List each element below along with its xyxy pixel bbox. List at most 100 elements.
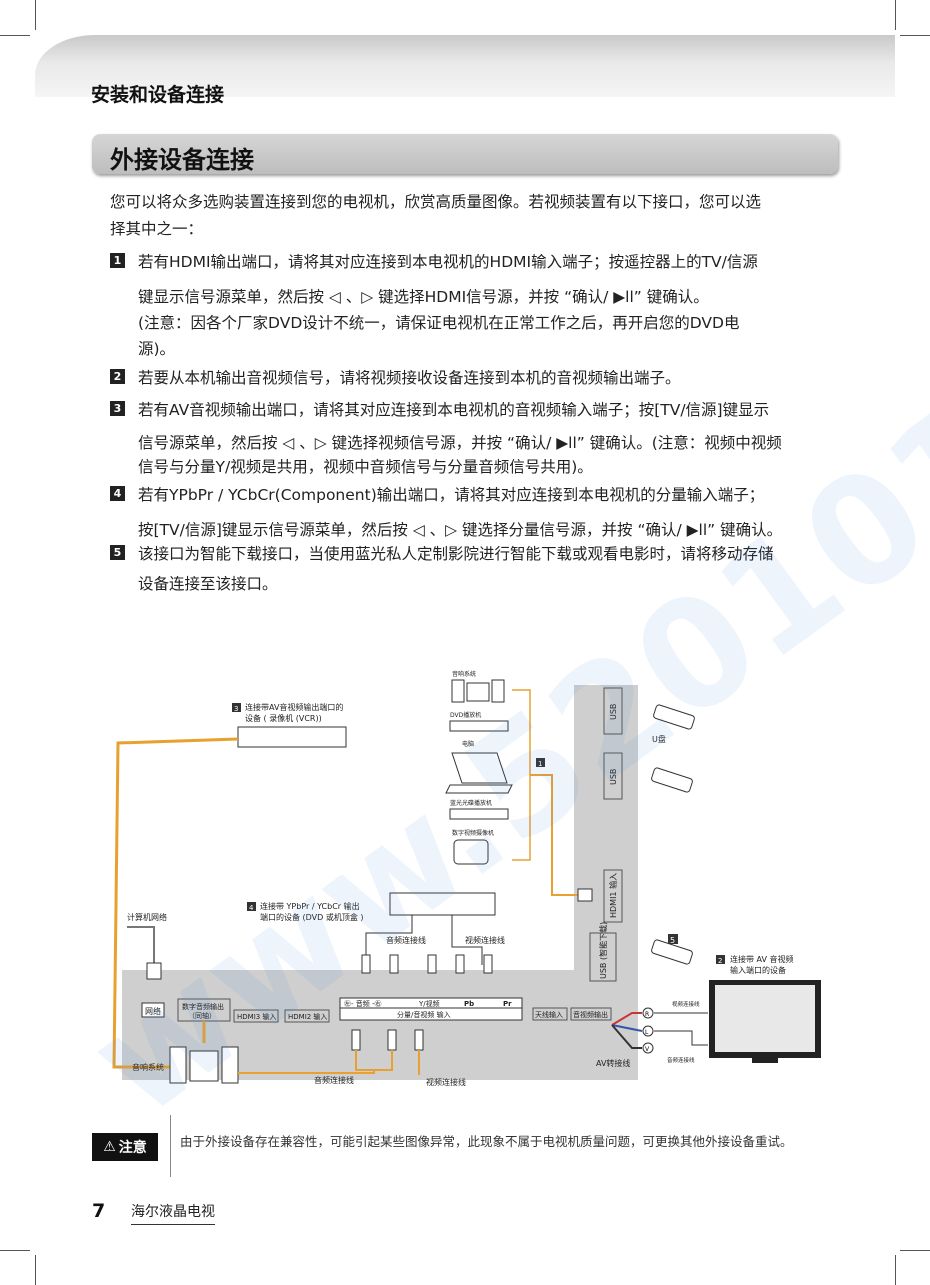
digital-audio-label-a: 数字音频输出 [182,1002,224,1011]
item-3-line-1: 若有AV音视频输出端口，请将其对应连接到本电视机的音视频输入端子；按[TV/信源… [138,401,770,419]
callout-3-text: 3 [234,705,238,713]
hdmi2-port [284,1009,330,1023]
crop-mark [900,1250,930,1251]
page-number: 7 [92,1200,106,1222]
tv-label-a: 连接带 AV 音视频 [730,954,794,964]
audio-system-bottom-label: 音响系统 [132,1062,164,1072]
comp-header-audio: ㊧- 音频 -㊨ [344,999,382,1008]
section-title: 安装和设备连接 [91,84,225,106]
hdmi1-port [603,869,623,923]
dvd-player-label: DVD播放机 [450,711,481,719]
item-number: 5 [110,545,125,560]
component-av-panel [339,997,523,1021]
warning-label: 注意 [118,1140,147,1156]
callout-5-text: 5 [670,936,675,945]
item-2-line-1: 若要从本机输出音视频信号，请将视频接收设备连接到本机的音视频输出端子。 [138,369,681,387]
jack-l: L [645,1029,649,1036]
comp-video-cable [451,915,483,965]
jack-r: R [645,1011,649,1018]
usb-stick-icon [651,704,695,965]
tv-audio-cable [654,1030,708,1046]
comp-header-pb: Pb [464,1000,474,1008]
camcorder-label: 数字视频摄像机 [452,829,494,837]
item-3-line-2: 信号源菜单，然后按 ◁ 、▷ 键选择视频信号源，并按 “确认/ ▶ll” 键确认… [138,434,782,452]
audio-cable-small: 音频连接线 [667,1056,695,1064]
vcr-label-b: 设备 ( 录像机 (VCR)) [245,713,322,723]
antenna-label: 天线输入 [535,1010,563,1019]
computer-label: 电脑 [462,740,474,748]
hdmi1-label: HDMI1 输入 [608,873,618,918]
connection-diagram: USB USB HDMI1 输入 USB (智能下载) U盘 5 音响系统 DV… [112,670,821,1087]
crop-mark [0,1250,30,1251]
hdmi2-label: HDMI2 输入 [288,1012,327,1021]
rca-plug-icon [361,954,493,974]
network-port [141,1002,165,1018]
usb1-port [603,687,623,735]
page-title: 外接设备连接 [110,146,254,174]
comp-label-a: 连接带 YPbPr / YCbCr 输出 [260,901,360,911]
callout-1 [536,758,545,767]
callout-2-text: 2 [718,957,722,965]
bluray-label: 蓝光光碟播放机 [450,799,492,807]
video-cable-top: 视频连接线 [465,935,505,945]
av-out-port [570,1007,612,1021]
bluray-icon [449,808,509,820]
item-4-line-1: 若有YPbPr / YCbCr(Component)输出端口，请将其对应连接到本… [138,486,765,504]
audio-cable-bottom: 音频连接线 [314,1075,354,1085]
item-5-line-1: 该接口为智能下载接口，当使用蓝光私人定制影院进行智能下载或观看电影时，请将移动存… [138,545,774,563]
audio-cable-top: 音频连接线 [386,935,426,945]
bottom-audio-link [238,1070,375,1074]
usb3-port [589,932,617,982]
vcr-icon [237,726,347,748]
item-number: 3 [110,401,125,416]
item-number: 4 [110,486,125,501]
av-adapter-cable-black [611,1024,642,1049]
av-out-label: 音视频输出 [573,1010,608,1019]
callout-1-text: 1 [538,760,542,768]
item-5-line-2: 设备连接至该接口。 [138,575,278,593]
audio-system-bottom-icon [169,1046,239,1084]
callout-4 [247,902,256,911]
callout-4-text: 4 [249,904,254,912]
hdmi3-label: HDMI3 输入 [237,1012,276,1021]
camcorder-icon [453,839,489,865]
dvd-player-icon [449,720,509,732]
vcr-av-cable [112,737,239,1069]
usb1-label: USB [609,704,618,720]
callout-2 [716,955,725,964]
av-adapter-jacks [642,1007,654,1054]
comp-label-b: 端口的设备 (DVD 或机顶盒 ) [260,912,364,922]
crop-mark [895,1255,896,1285]
stb-dvd-icon [389,892,496,916]
jack-v: V [645,1046,650,1053]
video-cable-small: 视频连接线 [672,1000,700,1008]
video-cable-bottom: 视频连接线 [426,1077,466,1087]
callout-3 [232,703,241,712]
item-4-line-2: 按[TV/信源]键显示信号源菜单，然后按 ◁ 、▷ 键选择分量信号源，并按 “确… [138,521,783,539]
intro-line-1: 您可以将众多选购装置连接到您的电视机，欣赏高质量图像。若视频装置有以下接口，您可… [110,193,762,211]
callout-5 [668,934,678,944]
laptop-icon [445,752,513,794]
header-band [35,35,895,97]
item-1-line-2: 键显示信号源菜单，然后按 ◁ 、▷ 键选择HDMI信号源，并按 “确认/ ▶ll… [138,288,709,306]
av-adapter-cable-blue [611,1024,643,1032]
audio-system-top-icon [451,679,505,703]
computer-network-label: 计算机网络 [127,912,167,922]
tv-side-panel [574,685,638,1080]
audio-system-top-label: 音响系统 [452,670,476,678]
usb2-label: USB [609,769,618,785]
network-port-label: 网络 [145,1006,161,1016]
tv-label-b: 输入端口的设备 [730,965,786,975]
network-plug-icon [146,962,162,980]
item-1-line-4: 源)。 [138,340,176,358]
usb-disk-label: U盘 [652,734,666,744]
network-cable [127,926,155,965]
hdmi-cable [530,774,590,896]
note-text: 由于外接设备存在兼容性，可能引起某些图像异常，此现象不属于电视机质量问题，可更换… [180,1134,793,1149]
usb3-label: USB (智能下载) [598,922,608,979]
intro-line-2: 择其中之一： [110,220,204,238]
note-divider [170,1115,171,1177]
hdmi-plug-icon [577,888,593,902]
comp-header-y: Y/视频 [418,999,440,1008]
antenna-port [532,1007,568,1021]
